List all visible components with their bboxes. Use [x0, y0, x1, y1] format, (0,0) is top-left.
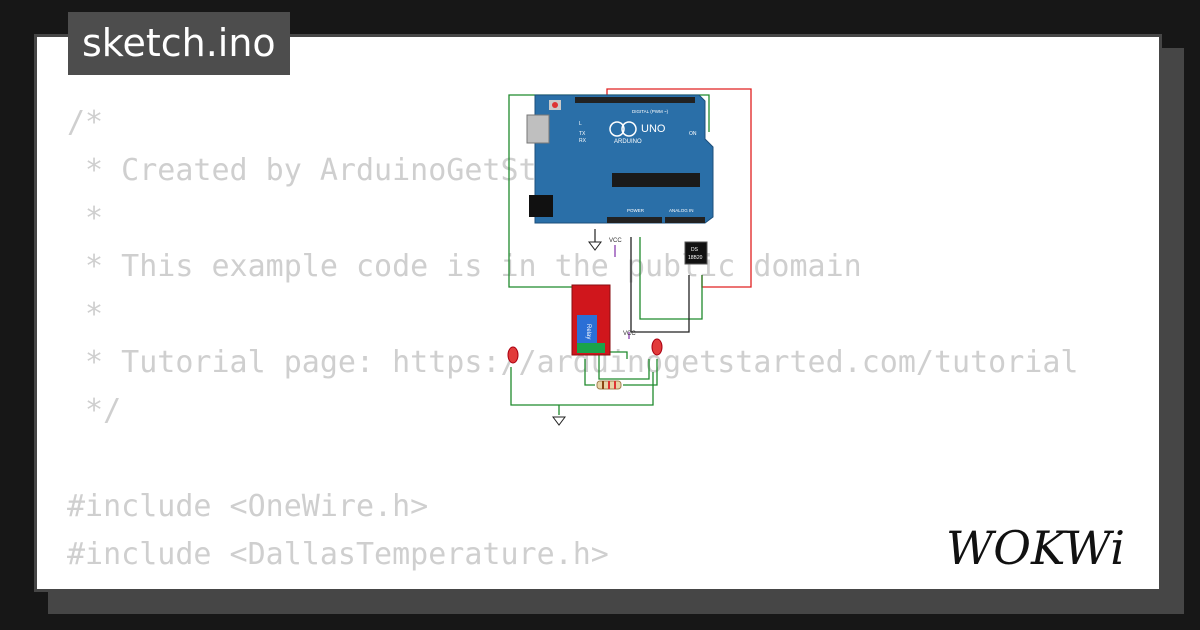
code-line: *: [67, 201, 104, 236]
wire-black: [630, 237, 690, 333]
code-line: #include <DallasTemperature.h>: [67, 537, 609, 572]
wire-green: [510, 367, 654, 406]
power-jack: [529, 195, 553, 217]
wokwi-logo: WOKWi: [946, 521, 1125, 574]
sensor-label: DS: [691, 247, 699, 253]
rx-label: RX: [579, 138, 587, 144]
sensor-label: 18B20: [688, 255, 703, 261]
relay-label: Relay: [585, 324, 591, 339]
tx-label: TX: [579, 131, 586, 137]
code-line: /*: [67, 105, 104, 140]
code-line: *: [67, 297, 104, 332]
relay-module[interactable]: Relay: [571, 284, 611, 356]
file-name-tab: sketch.ino: [68, 12, 290, 75]
circuit-diagram[interactable]: UNO ARDUINO DIGITAL (PWM ~) POWER ANALOG…: [507, 87, 767, 447]
code-line: */: [67, 393, 122, 428]
wire-green: [623, 359, 658, 386]
digital-label: DIGITAL (PWM ~): [632, 109, 669, 114]
l-label: L: [579, 121, 582, 127]
led-right[interactable]: [651, 338, 663, 356]
ground-icon: [552, 416, 566, 426]
ground-icon: [588, 241, 602, 251]
analog-label: ANALOG IN: [669, 208, 694, 213]
preview-card: /* * Created by ArduinoGetStarted.com * …: [34, 34, 1162, 592]
board-brand: ARDUINO: [614, 139, 642, 145]
microcontroller-chip: [612, 173, 700, 187]
board-model: UNO: [641, 123, 666, 135]
power-label: POWER: [627, 208, 645, 213]
vcc-label: VCC: [623, 331, 636, 337]
wire-green: [584, 359, 595, 386]
usb-port: [526, 114, 550, 144]
power-header: [607, 217, 662, 223]
code-line: * Tutorial page: https://arduinogetstart…: [67, 345, 1079, 380]
arduino-logo-icon: [609, 121, 625, 137]
wire-green: [609, 351, 628, 359]
arduino-uno-board[interactable]: UNO ARDUINO DIGITAL (PWM ~) POWER ANALOG…: [526, 94, 714, 224]
digital-header: [575, 97, 695, 103]
logo-text: WOKWi: [946, 521, 1125, 574]
vcc-label: VCC: [609, 238, 622, 244]
analog-header: [665, 217, 705, 223]
code-line: * This example code is in the public dom…: [67, 249, 862, 284]
wire-green: [639, 237, 703, 320]
code-line: #include <OneWire.h>: [67, 489, 429, 524]
ds18b20-sensor[interactable]: DS 18B20: [684, 241, 708, 265]
resistor[interactable]: [596, 380, 622, 390]
wire-green: [598, 337, 650, 380]
on-label: ON: [689, 131, 697, 137]
led-left[interactable]: [507, 346, 519, 364]
